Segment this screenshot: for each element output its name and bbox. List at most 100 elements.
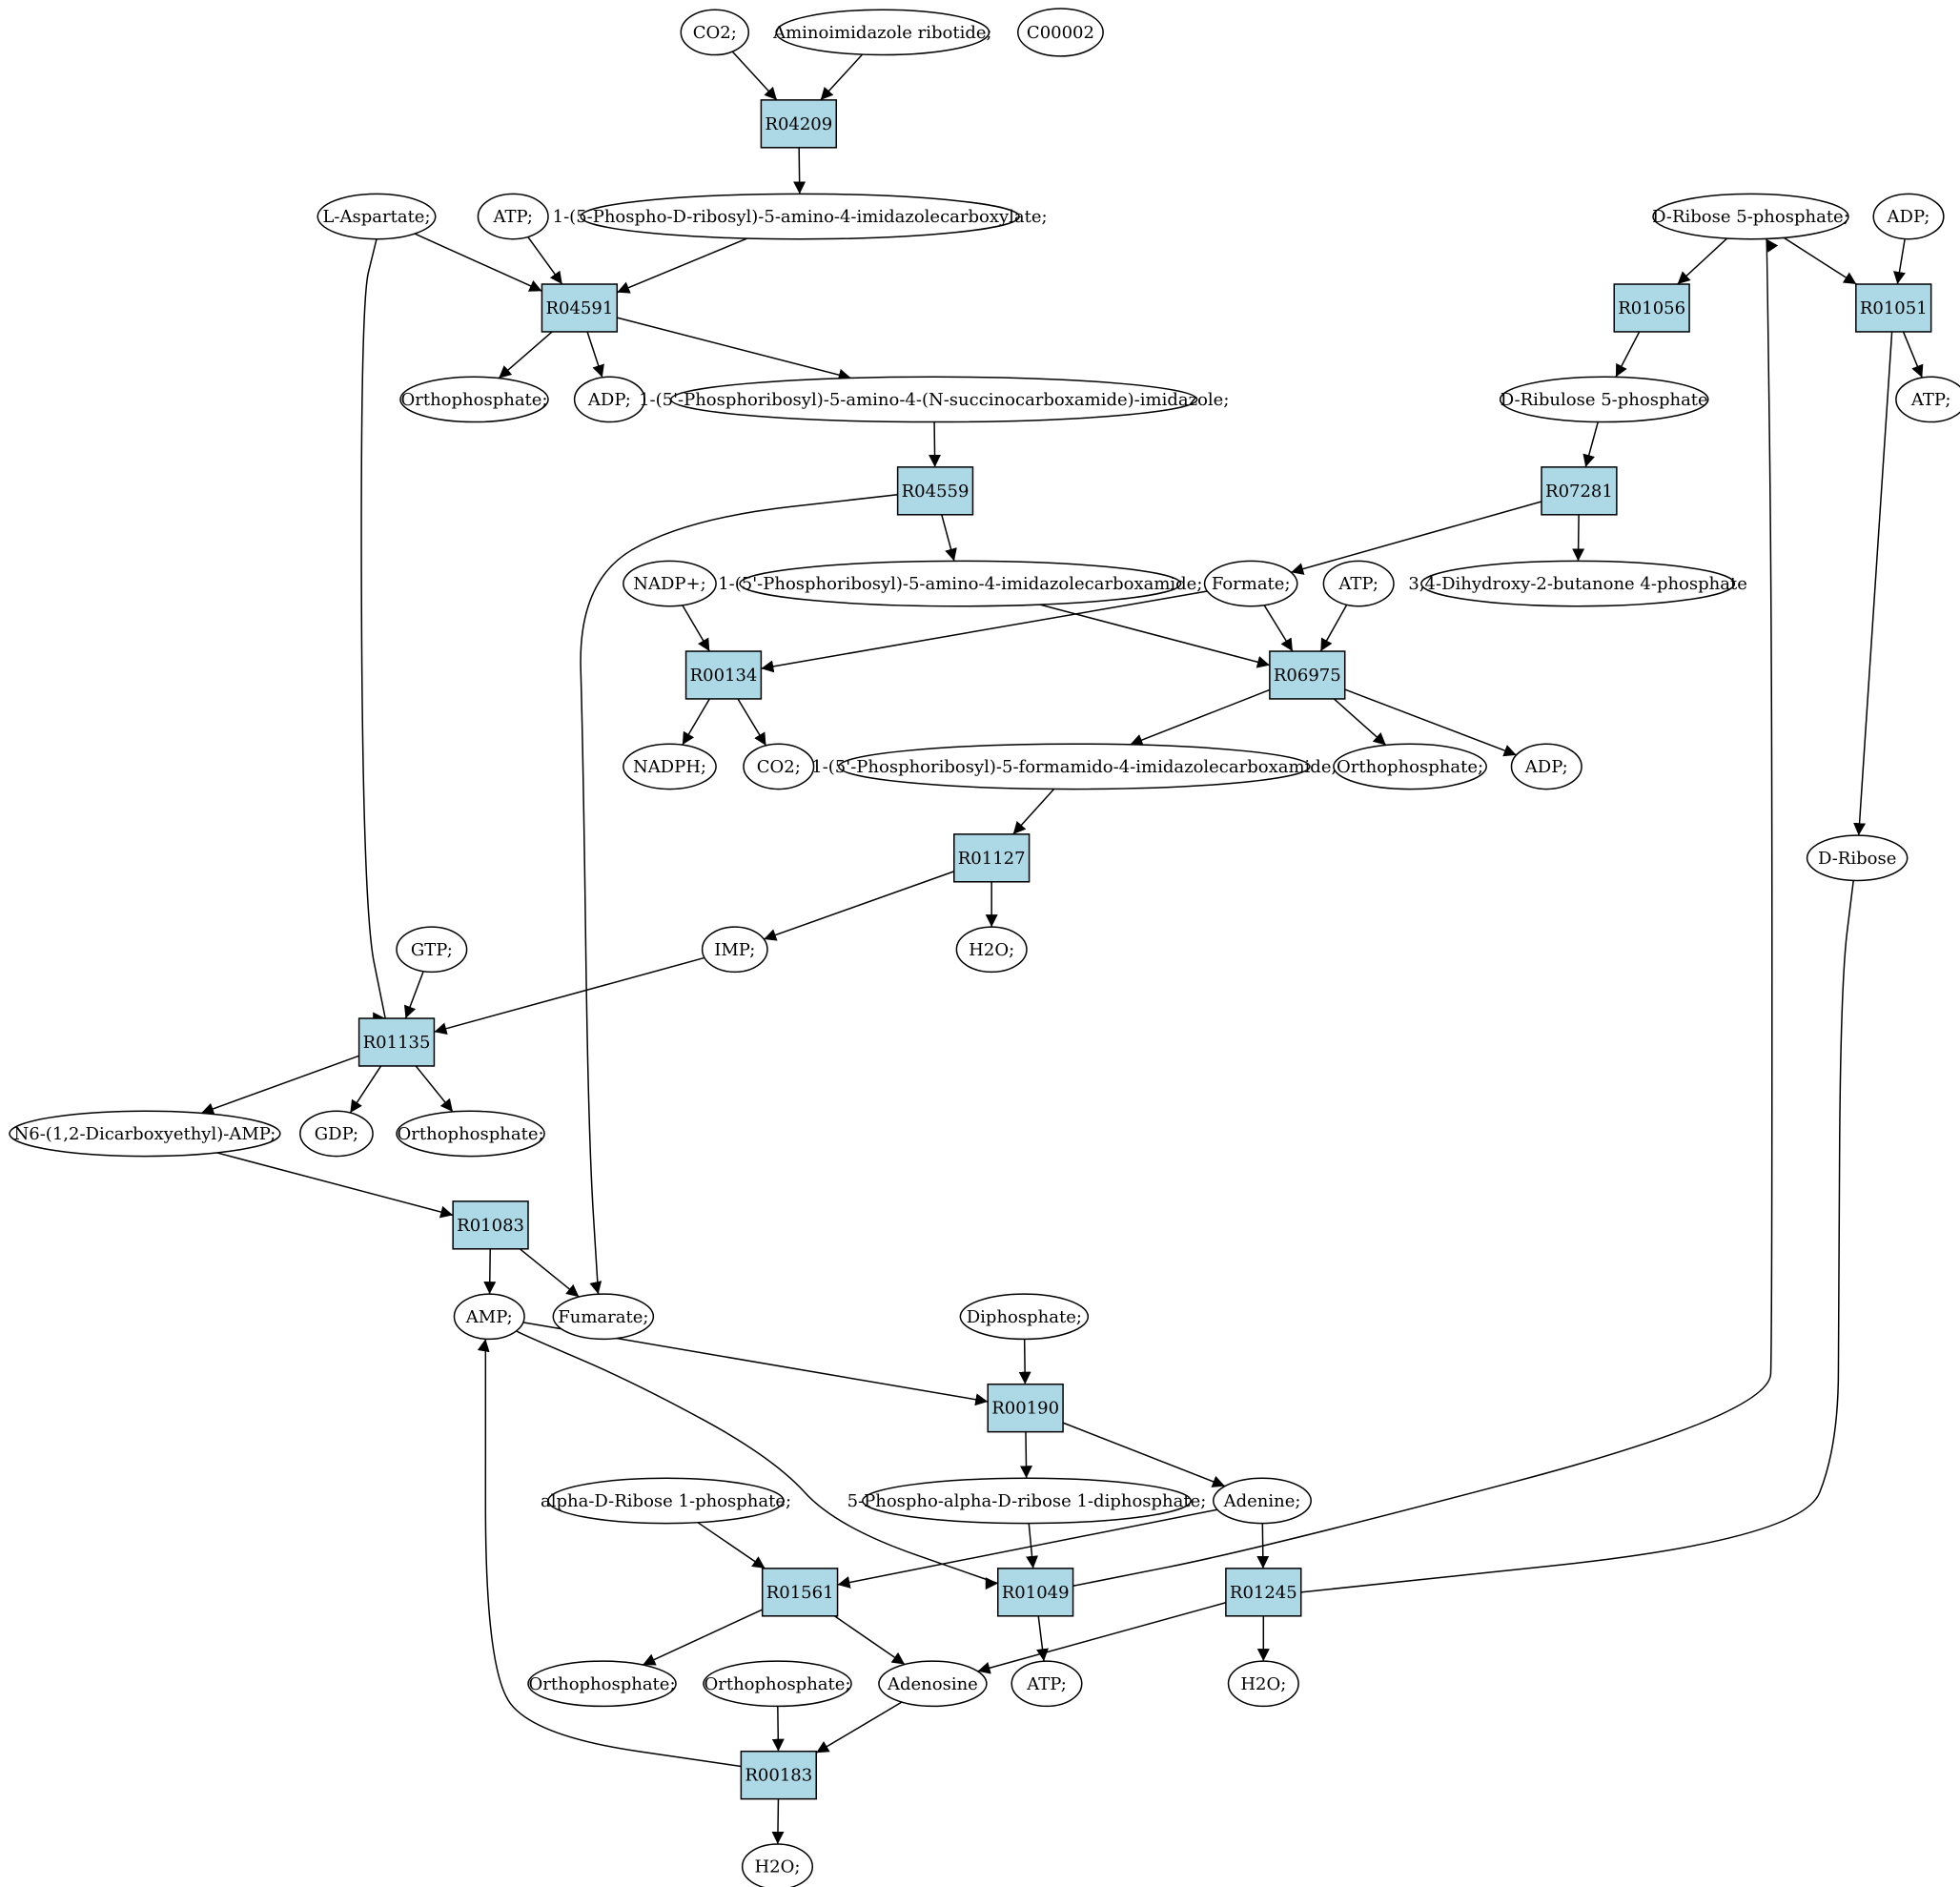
metabolite-ellipse — [878, 1660, 988, 1708]
edge-r_r07281-to-m_formate — [1291, 501, 1542, 575]
metabolite-node-m_co2_2[interactable]: CO2; — [743, 743, 815, 790]
reaction-node-r_r00190[interactable]: R00190 — [987, 1383, 1064, 1433]
metabolite-node-m_atp1[interactable]: ATP; — [477, 193, 549, 240]
reaction-box — [1225, 1568, 1302, 1617]
edge-m_adp_top-to-r_r01051 — [1893, 238, 1906, 285]
edge-m_gtp-to-r_r01135 — [403, 971, 424, 1019]
node-label: R04591 — [545, 298, 613, 318]
metabolite-node-m_atp3[interactable]: ATP; — [1011, 1660, 1083, 1708]
reaction-node-r_r01051[interactable]: R01051 — [1855, 283, 1932, 333]
reaction-box — [1855, 283, 1932, 333]
metabolite-node-m_ppi[interactable]: Diphosphate; — [959, 1293, 1090, 1341]
reaction-node-r_r01561[interactable]: R01561 — [761, 1568, 839, 1617]
metabolite-node-m_pi1[interactable]: Orthophosphate; — [399, 376, 549, 423]
metabolite-node-m_dribose[interactable]: D-Ribose — [1806, 834, 1909, 882]
metabolite-ellipse — [547, 1477, 785, 1525]
metabolite-ellipse — [1872, 193, 1945, 240]
edge-r_r01083-to-m_amp — [483, 1248, 497, 1295]
metabolite-node-m_adp2[interactable]: ADP; — [1510, 743, 1582, 790]
metabolite-node-m_h2o2[interactable]: H2O; — [1227, 1660, 1299, 1708]
reaction-node-r_r01049[interactable]: R01049 — [996, 1568, 1074, 1617]
metabolite-node-m_co2_top[interactable]: CO2; — [680, 9, 750, 56]
reaction-box — [1269, 650, 1346, 700]
metabolite-node-m_adenine[interactable]: Adenine; — [1213, 1477, 1312, 1525]
reaction-node-r_r01056[interactable]: R01056 — [1613, 283, 1690, 333]
metabolite-node-m_air[interactable]: Aminoimidazole ribotide; — [772, 9, 992, 56]
metabolite-node-m_imp[interactable]: IMP; — [701, 926, 768, 974]
metabolite-node-m_nadph[interactable]: NADPH; — [623, 743, 717, 790]
node-label: Adenine; — [1223, 1491, 1301, 1511]
edge-r_r01561-to-m_adenosine — [833, 1615, 906, 1666]
reaction-node-r_r01245[interactable]: R01245 — [1225, 1568, 1302, 1617]
metabolite-ellipse — [703, 1660, 852, 1708]
node-label: IMP; — [714, 940, 755, 960]
metabolite-node-m_pi3[interactable]: Orthophosphate; — [396, 1110, 545, 1158]
reaction-node-r_r01135[interactable]: R01135 — [357, 1017, 436, 1067]
reaction-node-r_r06975[interactable]: R06975 — [1269, 650, 1346, 700]
edge-m_amp-to-r_r01049 — [516, 1330, 998, 1586]
metabolite-node-m_n6amp[interactable]: N6-(1,2-Dicarboxyethyl)-AMP; — [9, 1110, 281, 1158]
metabolite-node-m_pi4[interactable]: Orthophosphate; — [527, 1660, 677, 1708]
node-label: NADPH; — [633, 757, 706, 777]
metabolite-ellipse — [739, 560, 1182, 607]
metabolite-node-m_gtp[interactable]: GTP; — [396, 926, 468, 974]
reaction-node-r_r04591[interactable]: R04591 — [541, 283, 619, 333]
metabolite-node-m_pi5[interactable]: Orthophosphate; — [703, 1660, 852, 1708]
metabolite-node-m_amp[interactable]: AMP; — [453, 1293, 525, 1341]
metabolite-node-m_nadp[interactable]: NADP+; — [623, 560, 717, 607]
metabolite-node-m_atp_r[interactable]: ATP; — [1895, 376, 1960, 423]
metabolite-node-m_adp_top[interactable]: ADP; — [1872, 193, 1945, 240]
metabolite-node-m_aicar[interactable]: 1-(5'-Phosphoribosyl)-5-amino-4-imidazol… — [718, 560, 1202, 607]
node-label: R01135 — [363, 1033, 431, 1053]
reaction-node-r_r01127[interactable]: R01127 — [953, 833, 1031, 883]
metabolite-ellipse — [1333, 743, 1487, 790]
reaction-node-r_r00134[interactable]: R00134 — [684, 650, 763, 700]
edge-r_r00190-to-m_adenine — [1062, 1422, 1226, 1487]
edge-r_r01056-to-m_ru5p — [1615, 331, 1641, 378]
metabolite-node-m_h2o3[interactable]: H2O; — [741, 1843, 814, 1887]
metabolite-ellipse — [1011, 1660, 1083, 1708]
reaction-node-r_r04559[interactable]: R04559 — [896, 466, 974, 516]
metabolite-ellipse — [959, 1293, 1090, 1341]
metabolite-node-m_r5p[interactable]: D-Ribose 5-phosphate; — [1652, 193, 1849, 240]
metabolite-node-m_c00002[interactable]: C00002 — [1017, 8, 1104, 57]
reaction-node-r_r07281[interactable]: R07281 — [1541, 466, 1618, 516]
edge-m_pi5-to-r_r00183 — [771, 1706, 785, 1752]
node-label: R01051 — [1860, 298, 1928, 318]
metabolite-node-m_saicar[interactable]: 1-(5'-Phosphoribosyl)-5-amino-4-(N-succi… — [639, 376, 1229, 423]
metabolite-node-m_gdp[interactable]: GDP; — [299, 1110, 374, 1158]
reaction-box — [761, 1568, 839, 1617]
metabolite-node-m_atp2[interactable]: ATP; — [1322, 560, 1395, 607]
edge-r_r06975-to-m_faicar — [1130, 688, 1271, 747]
metabolite-node-m_prpp[interactable]: 5-Phospho-alpha-D-ribose 1-diphosphate; — [847, 1477, 1207, 1525]
edge-m_ar1p-to-r_r01561 — [697, 1522, 766, 1569]
node-label: R01245 — [1230, 1583, 1297, 1603]
metabolite-node-m_cair[interactable]: 1-(5-Phospho-D-ribosyl)-5-amino-4-imidaz… — [553, 193, 1048, 240]
metabolite-node-m_asp[interactable]: L-Aspartate; — [316, 193, 437, 240]
metabolite-node-m_pi2[interactable]: Orthophosphate; — [1333, 743, 1487, 790]
metabolite-node-m_ru5p[interactable]: D-Ribulose 5-phosphate — [1499, 376, 1709, 423]
edge-r_r01561-to-m_pi4 — [642, 1609, 764, 1666]
metabolite-node-m_adenosine[interactable]: Adenosine — [878, 1660, 988, 1708]
node-label: R01056 — [1618, 298, 1685, 318]
metabolite-ellipse — [1806, 834, 1909, 882]
metabolite-ellipse — [775, 9, 990, 56]
node-label: R00134 — [690, 666, 758, 686]
edge-r_r01135-to-m_n6amp — [200, 1055, 359, 1116]
metabolite-node-m_formate[interactable]: Formate; — [1203, 560, 1298, 607]
metabolite-node-m_dhbp[interactable]: 3,4-Dihydroxy-2-butanone 4-phosphate — [1408, 560, 1747, 607]
metabolite-node-m_fumarate[interactable]: Fumarate; — [552, 1293, 655, 1341]
metabolite-ellipse — [701, 926, 768, 974]
reaction-node-r_r01083[interactable]: R01083 — [452, 1200, 529, 1250]
reaction-node-r_r00183[interactable]: R00183 — [740, 1750, 817, 1800]
metabolite-node-m_faicar[interactable]: 1-(5'-Phosphoribosyl)-5-formamido-4-imid… — [811, 743, 1337, 790]
edge-m_adenine-to-r_r01245 — [1256, 1523, 1270, 1569]
metabolite-node-m_h2o1[interactable]: H2O; — [955, 926, 1028, 974]
edge-m_atp1-to-r_r04591 — [527, 236, 563, 285]
node-label: H2O; — [1240, 1674, 1286, 1694]
reaction-node-r_r04209[interactable]: R04209 — [760, 99, 837, 149]
metabolite-node-m_adp1[interactable]: ADP; — [573, 376, 645, 423]
metabolite-node-m_ar1p[interactable]: alpha-D-Ribose 1-phosphate; — [541, 1477, 791, 1525]
reaction-box — [740, 1750, 817, 1800]
edge-m_aicar-to-r_r06975 — [1039, 604, 1271, 668]
